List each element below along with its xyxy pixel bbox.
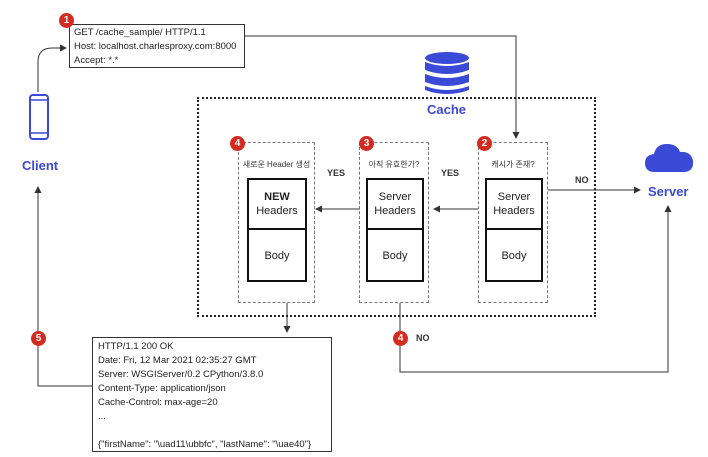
card-headers: Server Headers — [368, 180, 422, 230]
stage-caption: 새로운 Header 생성 — [242, 160, 311, 169]
card-headers: NEW Headers — [249, 180, 305, 230]
request-line: GET /cache_sample/ HTTP/1.1 — [74, 27, 206, 38]
response-line: HTTP/1.1 200 OK — [98, 341, 174, 352]
card-header-line: Headers — [374, 205, 416, 217]
yes-label: YES — [327, 168, 346, 178]
no-label: NO — [575, 175, 589, 185]
response-line: Cache-Control: max-age=20 — [98, 397, 218, 408]
step-badge-5: 5 — [31, 331, 46, 346]
stage-cache-exists: 캐시가 존재? Server Headers Body — [478, 142, 548, 303]
card-header-line: NEW — [264, 191, 290, 203]
client-label: Client — [22, 158, 59, 173]
card-header-line: Server — [497, 191, 531, 203]
headers-body-card: Server Headers Body — [485, 178, 543, 282]
response-line: Server: WSGIServer/0.2 CPython/3.8.0 — [98, 369, 264, 380]
headers-body-card: Server Headers Body — [366, 178, 424, 282]
stage-new-headers: 새로운 Header 생성 NEW Headers Body — [238, 142, 315, 303]
yes-label: YES — [441, 168, 460, 178]
database-icon — [423, 52, 471, 96]
cloud-icon — [643, 140, 695, 174]
step-badge-4: 4 — [230, 136, 245, 151]
request-line: Host: localhost.charlesproxy.com:8000 — [74, 41, 237, 52]
server-label: Server — [648, 184, 689, 199]
stage-still-valid: 아직 유효한가? Server Headers Body — [359, 142, 429, 303]
step-badge-4-no: 4 — [393, 331, 408, 346]
card-body: Body — [382, 250, 408, 262]
cache-container — [197, 97, 596, 317]
no-label: NO — [416, 333, 430, 343]
response-line: {"firstName": "\uad11\ubbfc", "lastName"… — [98, 439, 312, 450]
card-header-line: Server — [378, 191, 412, 203]
arrow-response-to-client — [34, 186, 92, 387]
arrow-client-to-request — [37, 44, 67, 92]
card-header-line: Headers — [493, 205, 535, 217]
card-header-line: Headers — [256, 205, 298, 217]
step-badge-2: 2 — [477, 136, 492, 151]
stage-caption: 캐시가 존재? — [491, 160, 535, 169]
arrow-request-to-cache — [245, 35, 520, 139]
stage-caption: 아직 유효한가? — [368, 160, 420, 169]
response-line: ... — [98, 411, 106, 422]
card-headers: Server Headers — [487, 180, 541, 230]
response-line: Date: Fri, 12 Mar 2021 02:35:27 GMT — [98, 355, 257, 366]
response-line: Content-Type: application/json — [98, 383, 226, 394]
headers-body-card: NEW Headers Body — [247, 178, 307, 282]
step-badge-1: 1 — [59, 13, 74, 28]
phone-icon — [29, 94, 49, 140]
card-body: Body — [264, 250, 290, 262]
request-line: Accept: *.* — [74, 55, 119, 66]
response-line — [98, 424, 331, 438]
cache-label: Cache — [427, 102, 467, 117]
card-body: Body — [501, 250, 527, 262]
step-badge-3: 3 — [359, 136, 374, 151]
request-box: GET /cache_sample/ HTTP/1.1 Host: localh… — [69, 24, 245, 68]
response-box: HTTP/1.1 200 OK Date: Fri, 12 Mar 2021 0… — [92, 337, 332, 452]
